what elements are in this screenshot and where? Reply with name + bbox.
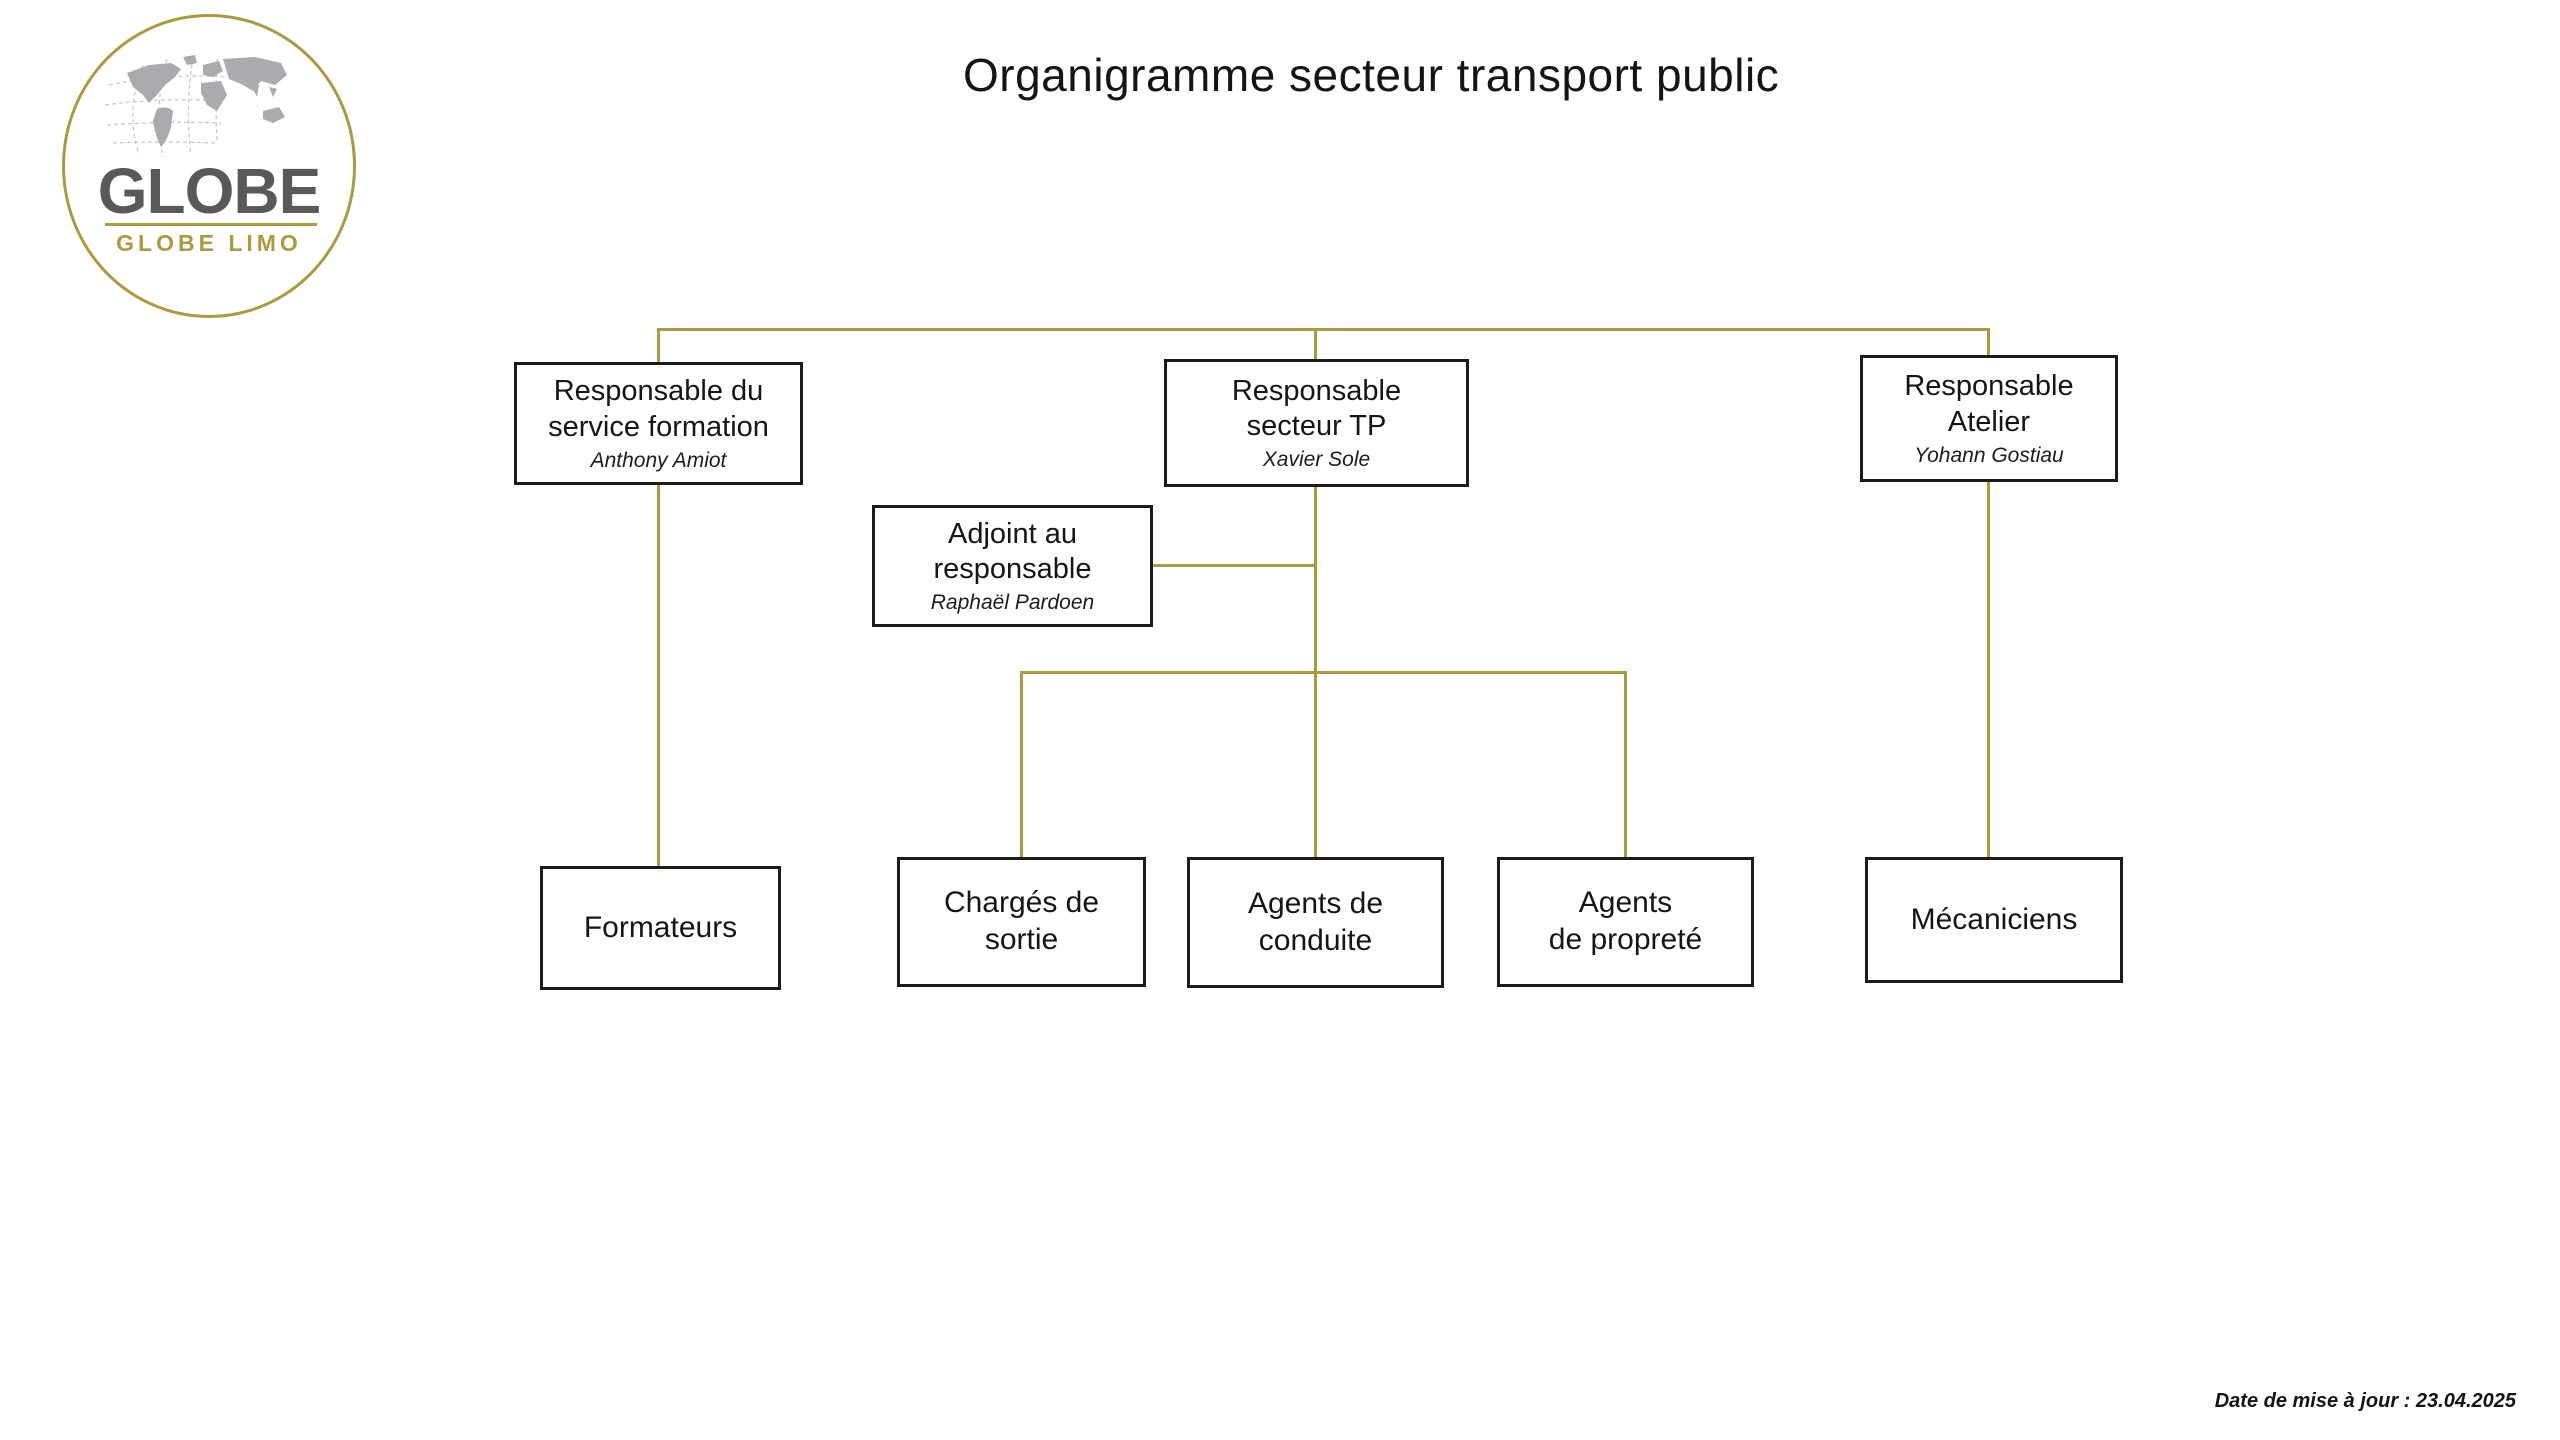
node-person: Yohann Gostiau (1914, 443, 2064, 467)
node-person: Xavier Sole (1262, 448, 1371, 472)
connector-adjoint-horizontal (1153, 564, 1317, 567)
logo-tagline-text: GLOBE LIMO (116, 230, 302, 256)
page-title: Organigramme secteur transport public (963, 49, 1780, 101)
connector-formation-to-formateurs (657, 485, 660, 866)
node-title: Adjoint au responsable (933, 517, 1092, 585)
node-title: Responsable secteur TP (1231, 374, 1402, 442)
node-person: Raphaël Pardoen (930, 591, 1095, 615)
node-person: Anthony Amiot (590, 448, 727, 472)
node-title: Chargés de sortie (943, 886, 1100, 956)
connector-atelier-top (1987, 328, 1990, 355)
node-title: Responsable Atelier (1904, 370, 2074, 438)
update-date-label: Date de mise à jour : 23.04.2025 (2214, 1390, 2516, 1412)
orgchart-node-responsable-atelier: Responsable Atelier Yohann Gostiau (1860, 355, 2118, 482)
orgchart-node-agents-de-proprete: Agents de propreté (1497, 857, 1754, 987)
connector-proprete-drop (1624, 671, 1627, 857)
logo-brand-text: GLOBE (97, 155, 322, 227)
orgchart-node-adjoint-au-responsable: Adjoint au responsable Raphaël Pardoen (872, 505, 1153, 627)
logo-divider (105, 223, 317, 226)
orgchart-node-responsable-service-formation: Responsable du service formation Anthony… (514, 362, 803, 485)
connector-formation-top (657, 328, 660, 362)
globe-limo-logo: GLOBE GLOBE LIMO (62, 14, 356, 318)
node-title: Responsable du service formation (548, 375, 769, 443)
orgchart-node-agents-de-conduite: Agents de conduite (1187, 857, 1444, 988)
connector-atelier-to-mecaniciens (1987, 482, 1990, 857)
orgchart-node-responsable-secteur-tp: Responsable secteur TP Xavier Sole (1164, 359, 1469, 487)
world-map-icon (105, 55, 287, 158)
connector-secteur-tp-top (1314, 328, 1317, 359)
orgchart-node-mecaniciens: Mécaniciens (1865, 857, 2123, 983)
connector-top-horizontal (657, 328, 1990, 331)
node-title: Agents de conduite (1247, 886, 1384, 957)
node-title: Agents de propreté (1548, 886, 1703, 956)
node-title: Mécaniciens (1910, 902, 2078, 936)
orgchart-node-formateurs: Formateurs (540, 866, 781, 990)
connector-tier2-horizontal (1020, 671, 1627, 674)
connector-charges-drop (1020, 671, 1023, 857)
node-title: Formateurs (583, 910, 738, 944)
orgchart-node-charges-de-sortie: Chargés de sortie (897, 857, 1146, 987)
